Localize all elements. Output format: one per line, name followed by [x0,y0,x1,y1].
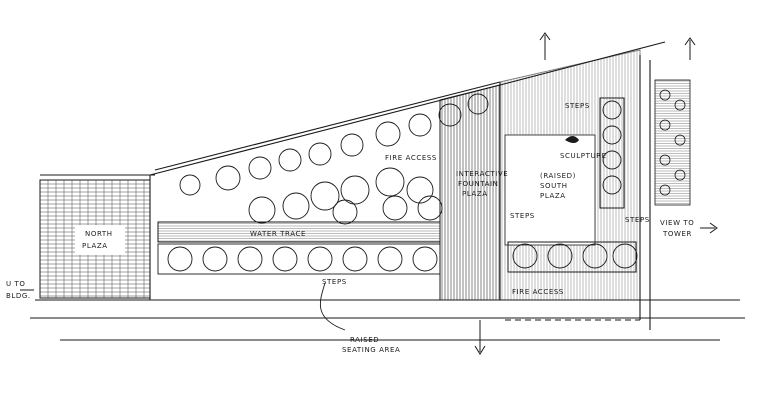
fountain-plaza-label: FOUNTAIN [458,180,499,188]
north-plaza-label: PLAZA [82,242,108,250]
north-plaza-paving [39,179,151,299]
tree-canopy-icon [438,103,462,127]
tree-canopy-icon [406,176,434,204]
east-terrace [654,79,691,206]
south-plaza-label: PLAZA [540,192,566,200]
tree-canopy-icon [340,175,370,205]
tree-canopy-icon [467,93,489,115]
north-plaza-label: NORTH [85,230,113,238]
fire-access-bottom-label: FIRE ACCESS [512,288,564,296]
tree-canopy-icon [340,133,364,157]
view-to-tower-label: TOWER [662,230,692,238]
tree-canopy-icon [215,165,241,191]
tree-canopy-icon [332,199,358,225]
water-trace-label: WATER TRACE [250,230,306,238]
tree-canopy-icon [375,167,405,197]
tree-canopy-icon [377,246,403,272]
raised-seating-leader [319,282,346,331]
tree-canopy-icon [375,121,401,147]
tree-canopy-icon [602,125,622,145]
steps-label: STEPS [625,216,650,224]
steps-label: STEPS [565,102,590,110]
tree-canopy-lower-row [167,241,638,273]
tree-canopy-icon [310,181,340,211]
tree-canopy-icon [602,100,622,120]
tree-canopy-icon [417,195,443,221]
tree-canopy-icon [612,243,638,269]
tree-canopy-icon [167,246,193,272]
tree-canopy-icon [602,175,622,195]
tree-canopy-icon [512,243,538,269]
tree-canopy-icon [282,192,310,220]
view-to-tower-label: VIEW TO [660,219,694,227]
raised-seating-label: RAISED [350,336,379,344]
fire-access-top-label: FIRE ACCESS [385,154,437,162]
tree-canopy-icon [582,243,608,269]
sculpture-label: SCULPTURE [560,152,607,160]
section-arrow-icon [20,32,718,355]
south-plaza-label: SOUTH [540,182,568,190]
tree-canopy-icon [412,246,438,272]
left-edge-label: BLDG. [6,292,31,300]
tree-canopy-south-plaza [602,100,622,195]
tree-canopy-icon [382,195,408,221]
steps-label: STEPS [510,212,535,220]
site-outline [30,41,745,341]
tree-canopy-icon [408,113,432,137]
tree-canopy-icon [308,142,332,166]
water-trace-channel [157,221,441,275]
fountain-plaza-label: INTERACTIVE [456,170,508,178]
tree-canopy-upper-row [179,93,489,196]
tree-canopy-icon [602,150,622,170]
tree-canopy-icon [248,196,276,224]
tree-canopy-icon [248,156,272,180]
tree-canopy-icon [307,246,333,272]
sculpture-icon [565,136,579,143]
tree-canopy-icon [237,246,263,272]
tree-canopy-icon [202,246,228,272]
tree-canopy-icon [342,246,368,272]
tree-canopy-icon [179,174,201,196]
steps-label: STEPS [322,278,347,286]
tree-canopy-icon [278,148,302,172]
raised-seating-label: SEATING AREA [342,346,400,354]
tree-canopy-grove [248,167,443,225]
south-plaza-hatch [499,49,641,301]
left-edge-label: U TO [6,280,26,288]
tree-canopy-icon [272,246,298,272]
south-plaza-label: (RAISED) [540,172,576,180]
fountain-plaza-label: PLAZA [462,190,488,198]
tree-canopy-icon [547,243,573,269]
